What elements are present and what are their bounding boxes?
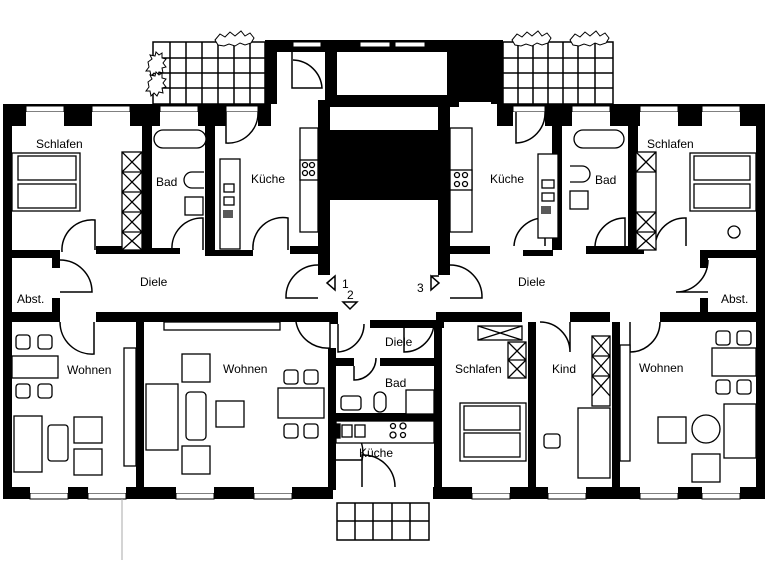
room-label: Küche bbox=[251, 172, 286, 186]
balcony-bottom bbox=[336, 502, 430, 541]
bed-icon bbox=[577, 407, 611, 479]
toilet-icon bbox=[183, 171, 204, 189]
toilet-icon bbox=[570, 165, 591, 183]
entrance-number: 3 bbox=[417, 281, 424, 295]
room-label: Diele bbox=[385, 335, 413, 349]
sofa-icon bbox=[13, 415, 43, 473]
entrance-markers bbox=[325, 274, 441, 311]
wardrobe-icon bbox=[121, 151, 143, 251]
furniture bbox=[11, 127, 757, 483]
room-label: Bad bbox=[156, 175, 178, 189]
room-label: Küche bbox=[359, 446, 394, 460]
bathtub-icon bbox=[573, 129, 625, 149]
bathtub-icon bbox=[153, 129, 207, 149]
room-label: Schlafen bbox=[36, 137, 83, 151]
balcony-top-right bbox=[502, 41, 614, 105]
sink-icon bbox=[569, 190, 589, 210]
stove-icon bbox=[449, 169, 473, 191]
room-label: Wohnen bbox=[223, 362, 268, 376]
sink-icon bbox=[405, 389, 435, 415]
room-label: Bad bbox=[595, 173, 617, 187]
balcony-top-left bbox=[152, 41, 266, 105]
room-label: Diele bbox=[518, 275, 546, 289]
entrance-number: 1 bbox=[342, 277, 349, 291]
sink-icon bbox=[184, 196, 204, 216]
room-label: Kind bbox=[552, 362, 577, 376]
wardrobe-icon bbox=[635, 151, 657, 251]
room-label: Schlafen bbox=[455, 362, 502, 376]
room-label: Schlafen bbox=[647, 137, 694, 151]
room-label: Abst. bbox=[17, 292, 45, 306]
room-label: Bad bbox=[385, 376, 407, 390]
plant-icon bbox=[145, 30, 610, 98]
arrow-down-icon bbox=[341, 301, 359, 311]
arrow-right-icon bbox=[430, 274, 441, 292]
window-openings bbox=[26, 112, 740, 499]
doors bbox=[59, 52, 709, 488]
room-label: Wohnen bbox=[639, 361, 684, 375]
room-label: Diele bbox=[140, 275, 168, 289]
room-label: Küche bbox=[490, 172, 525, 186]
toilet-icon bbox=[373, 391, 387, 413]
room-label: Wohnen bbox=[67, 363, 112, 377]
arrow-left-icon bbox=[325, 274, 336, 292]
room-label: Abst. bbox=[721, 292, 749, 306]
entrance-number: 2 bbox=[347, 288, 354, 302]
